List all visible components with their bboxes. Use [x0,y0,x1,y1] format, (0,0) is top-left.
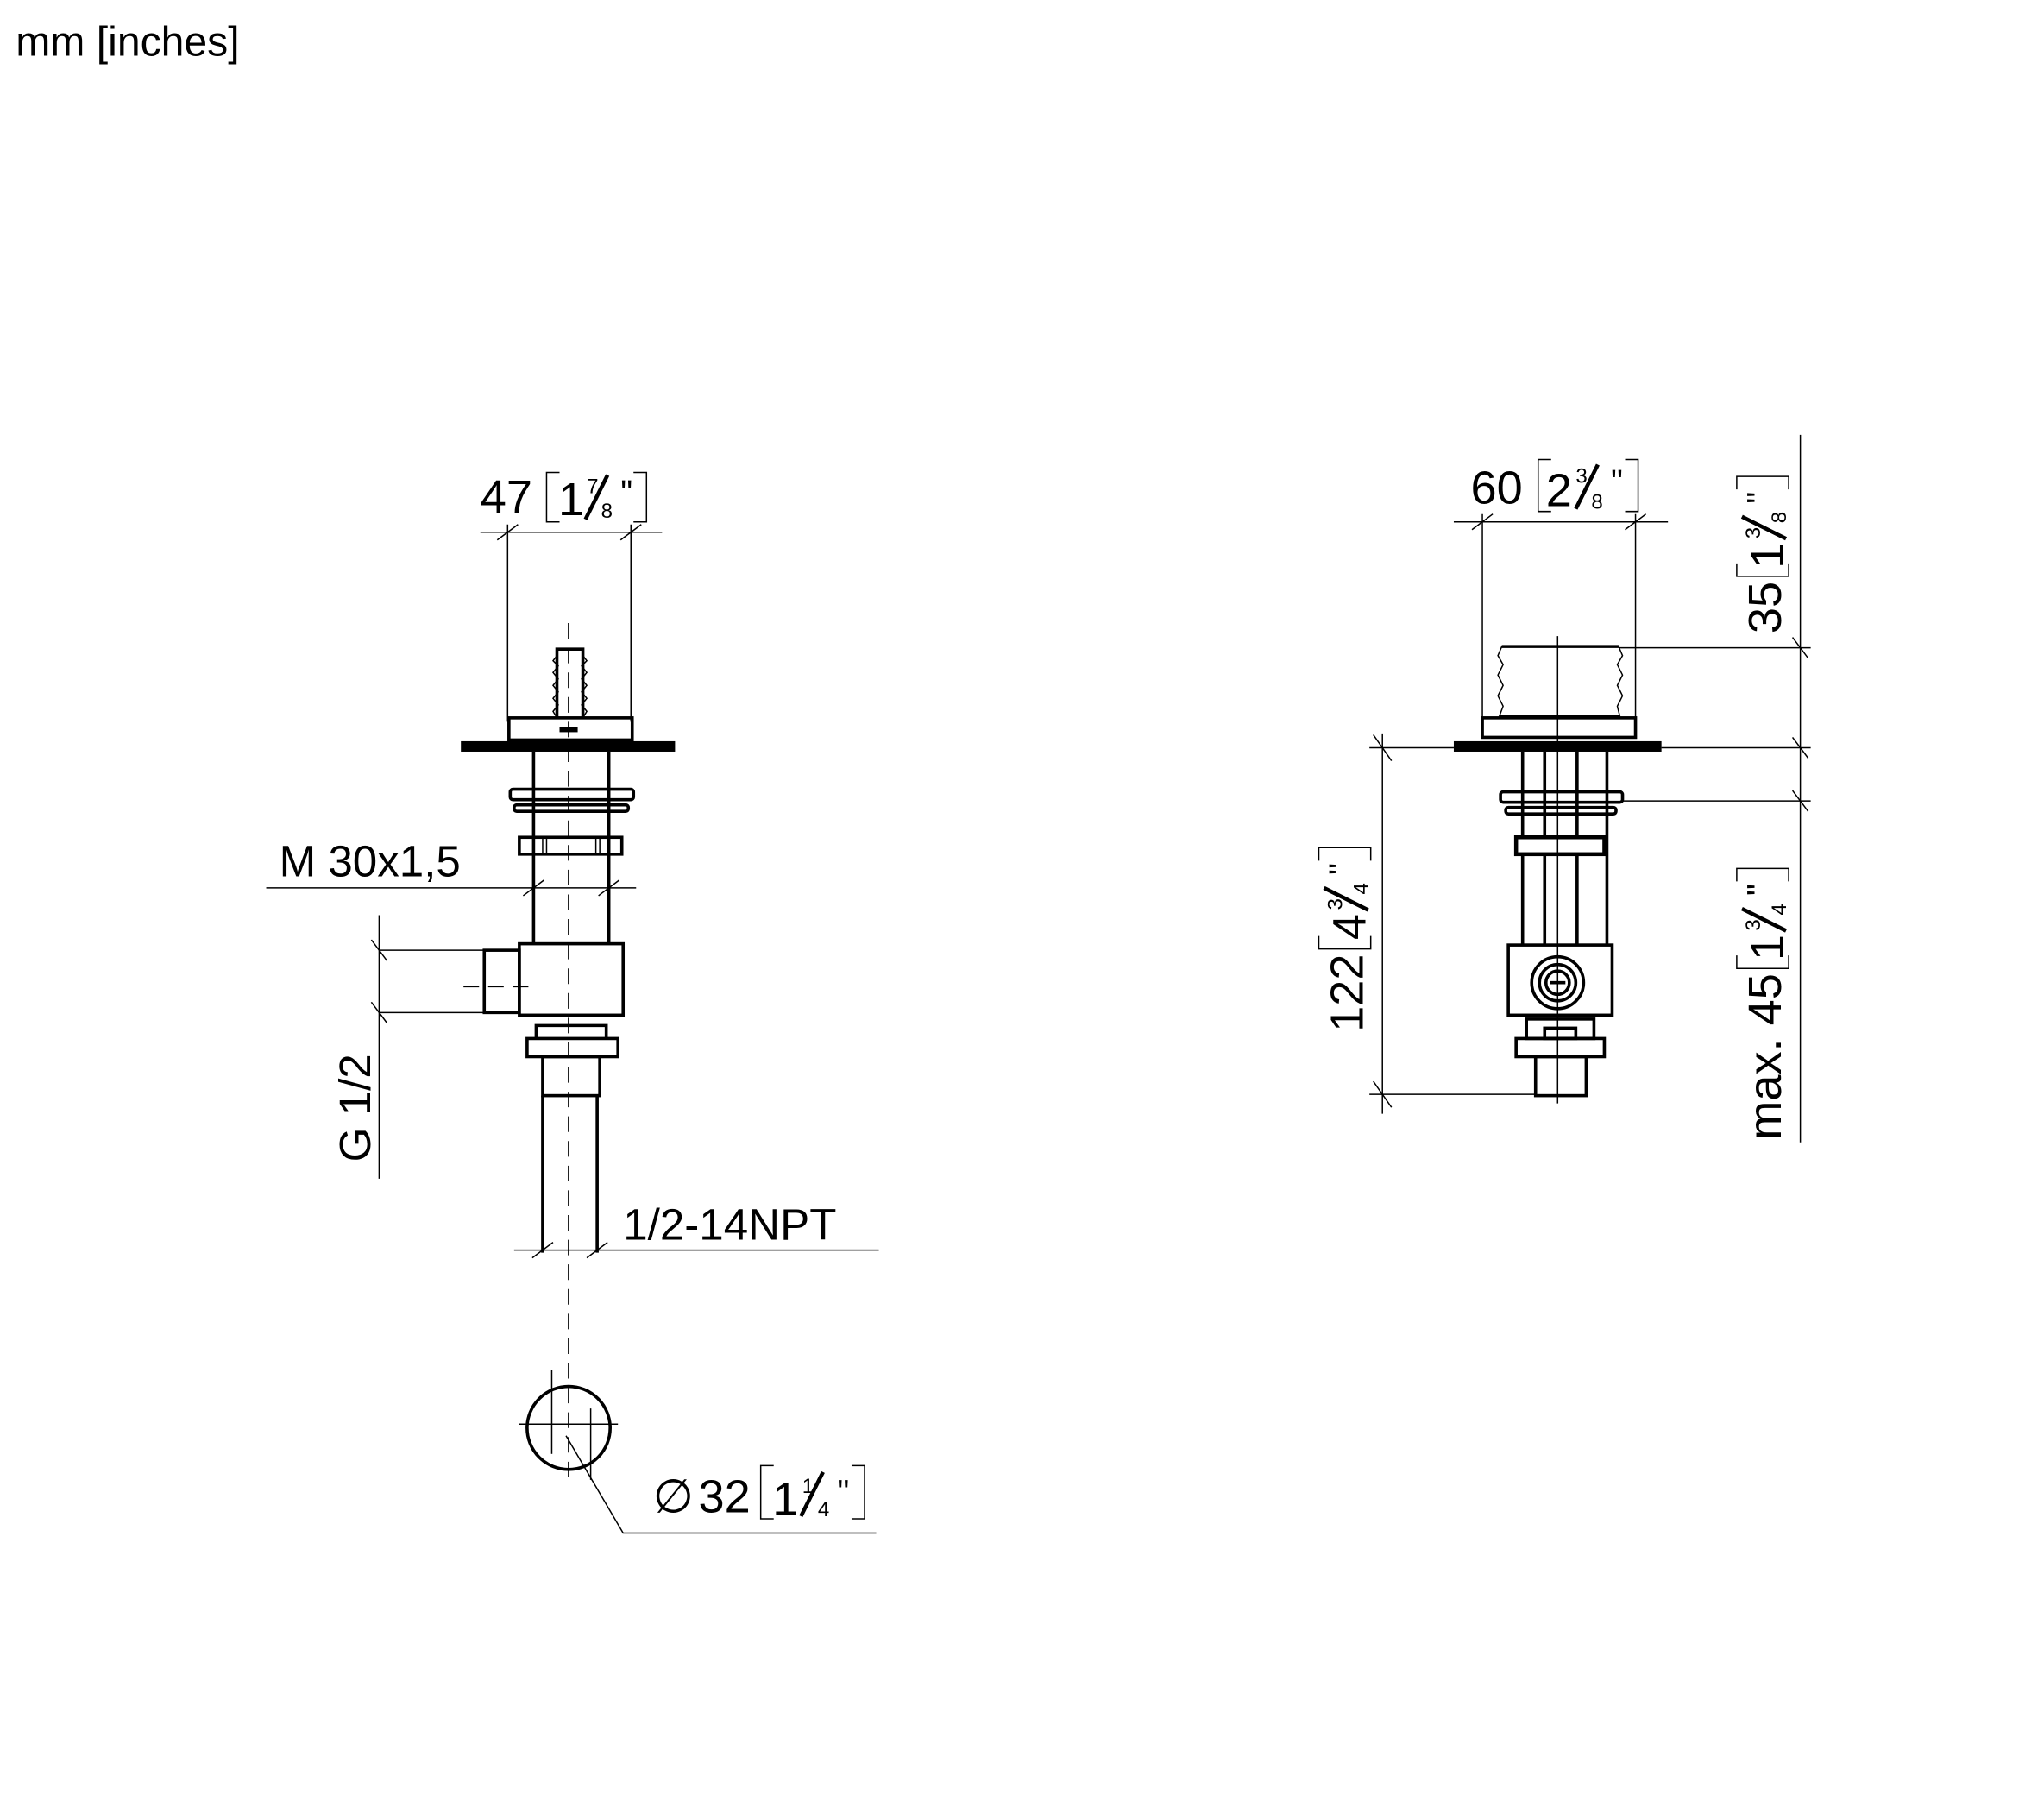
height-dim-35: 35 1 3 8 " [1736,475,1794,633]
thread-dimension: M 30x1,5 [266,836,637,897]
dim-den: 8 [1591,491,1602,514]
width-dimension-60: 60 2 3 8 " [1453,458,1669,727]
dim-mm: 35 [1739,582,1791,633]
dim-num: 3 [1324,898,1348,910]
dim-num: 7 [587,475,598,499]
diameter-symbol: ∅ [653,1470,694,1522]
dim-whole: 1 [772,1473,798,1525]
thread-label: M 30x1,5 [280,836,461,885]
dim-den: 8 [1768,512,1791,523]
right-view: 60 2 3 8 " [1318,434,1811,1143]
dim-whole: 1 [558,474,584,526]
dim-num: 3 [1742,919,1765,930]
pipe-label: 1/2-14NPT [623,1200,836,1250]
left-view: 47 1 7 8 " [266,471,879,1534]
dim-mm: 60 [1471,463,1523,514]
inlet-dimension: G 1/2 [330,915,483,1179]
dim-quote: " [837,1474,849,1511]
mounting-hole: ∅ 32 1 1 4 " [519,1370,877,1534]
dim-den: 8 [601,500,613,523]
inlet-label: G 1/2 [330,1054,380,1162]
dim-mm: 47 [481,471,532,523]
dim-mm: 122 [1322,954,1374,1032]
dim-num: 3 [1575,465,1587,488]
pipe-dimension: 1/2-14NPT [513,1200,879,1259]
valve-body-front [1453,636,1662,1104]
dim-quote: " [1741,492,1778,504]
dim-whole: 4 [1324,914,1376,940]
max-dim-45: max. 45 1 3 4 " [1736,867,1794,1140]
total-dim-122: 122 4 3 4 " [1318,847,1376,1032]
width-dimension-47: 47 1 7 8 " [481,471,663,722]
dim-whole: 1 [1742,543,1794,569]
dim-quote: " [1741,884,1778,896]
dim-den: 4 [1350,883,1374,894]
dim-quote: " [620,475,632,512]
dim-num: 3 [1742,527,1765,538]
dim-whole: 1 [1742,935,1794,960]
units-label: mm [inches] [16,19,239,66]
valve-body-side [461,623,676,1480]
dim-den: 4 [1768,904,1791,915]
dim-prefix: max. [1739,1038,1791,1139]
height-dimensions: 35 1 3 8 " max. 45 1 3 4 " [1618,434,1811,1143]
dim-mm: 32 [698,1470,750,1522]
dim-mm: 45 [1739,973,1791,1025]
dim-den: 4 [818,1498,829,1521]
dim-quote: " [1611,464,1623,501]
total-height-dimension: 122 4 3 4 " [1318,733,1536,1114]
dim-whole: 2 [1546,465,1572,517]
dim-quote: " [1324,863,1361,875]
